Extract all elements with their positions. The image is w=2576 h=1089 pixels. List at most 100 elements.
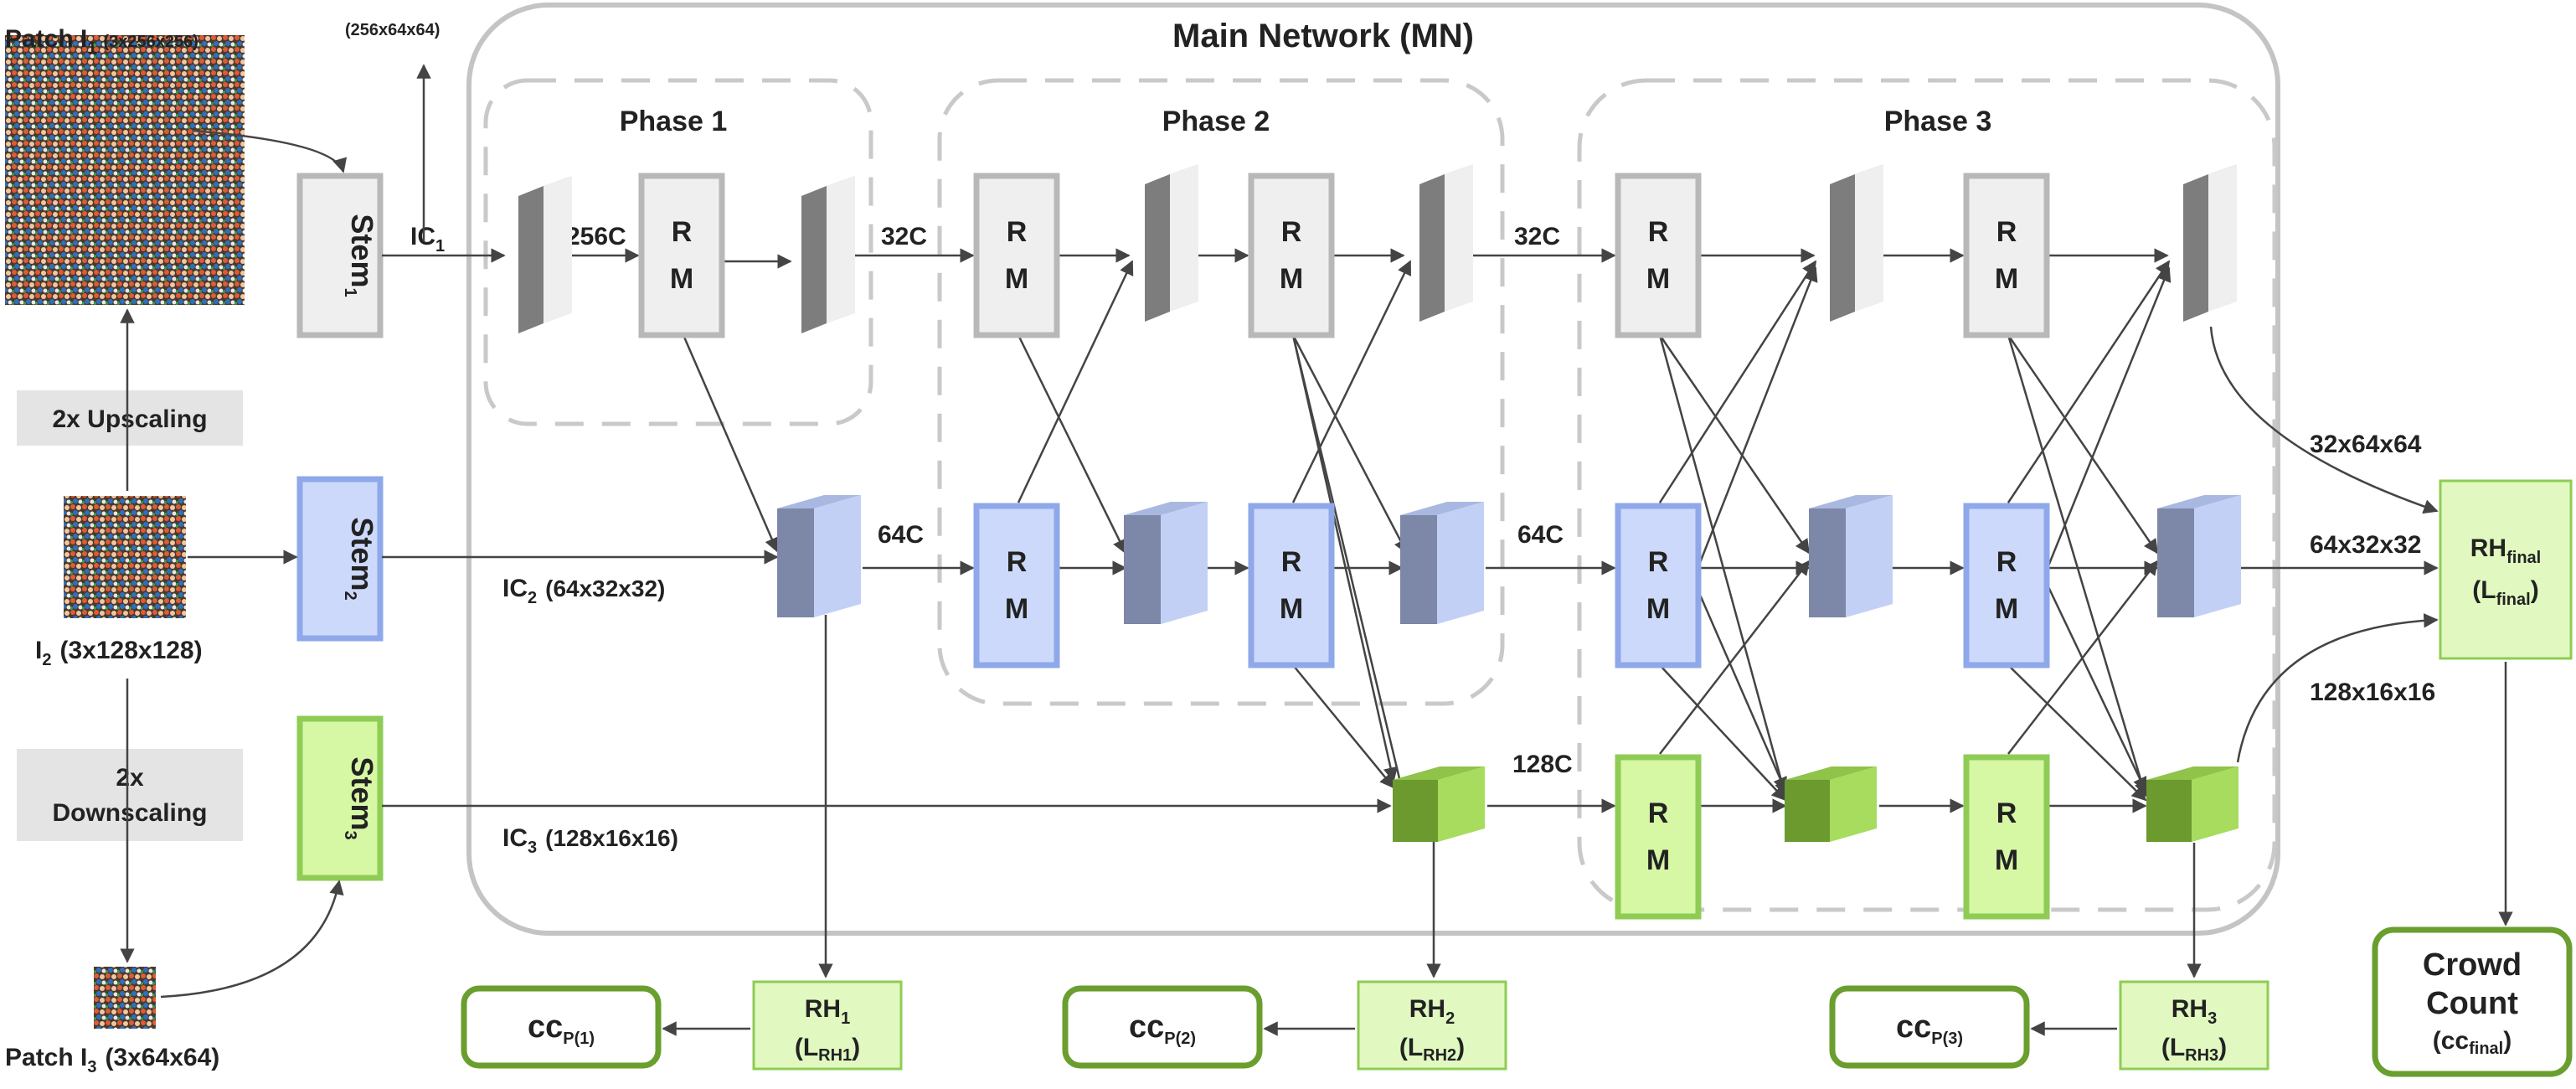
slab-p1-in — [518, 176, 572, 333]
ic-3-label: IC3(128x16x16) — [502, 824, 678, 857]
phase-1-label: Phase 1 — [620, 106, 728, 137]
rm-module-blue-8: RM — [1963, 503, 2050, 668]
rm-label-bottom: M — [1995, 593, 2018, 625]
rm-label-top: R — [1281, 216, 1302, 248]
svg-text:Stem1: Stem1 — [341, 214, 379, 297]
phase-3-box — [1577, 78, 2277, 912]
phase-2-box — [937, 78, 1505, 706]
arrow-cross — [1659, 560, 1811, 755]
slab-p1-out — [801, 176, 855, 333]
rm-module-gray-4: RM — [1963, 173, 2050, 338]
upscaling-label: 2x Upscaling — [52, 405, 207, 433]
feature-blocks — [518, 164, 2241, 842]
rh-3: RH3 (LRH3) — [2119, 980, 2269, 1071]
arrow-cross — [1658, 334, 1811, 555]
rm-label-bottom: M — [1280, 593, 1303, 625]
crowd-count-output: Crowd Count (ccfinal) — [2372, 926, 2573, 1077]
rm-module-blue-7: RM — [1615, 503, 1702, 668]
svg-text:Stem2: Stem2 — [341, 517, 379, 600]
rm-label-bottom: M — [1995, 263, 2018, 295]
cube-p3-green-a — [1785, 766, 1877, 842]
downscaling-label-1: 2x — [116, 764, 144, 792]
stem-1: Stem1 — [296, 173, 384, 338]
arrow-cross — [1017, 334, 1127, 555]
rm-label-top: R — [1996, 797, 2017, 829]
main-network-title: Main Network (MN) — [1172, 18, 1474, 54]
i2-label: I2(3x128x128) — [35, 637, 203, 669]
rm-label-bottom: M — [1646, 844, 1670, 876]
svg-text:RH2: RH2 — [1409, 995, 1455, 1028]
svg-text:ccP(1): ccP(1) — [528, 1009, 595, 1048]
rm-module-gray-1: RM — [973, 173, 1060, 338]
channel-label-64c-a: 64C — [878, 521, 924, 549]
slab-p3-a — [1830, 164, 1883, 322]
svg-text:Count: Count — [2426, 986, 2518, 1021]
arrow-cross — [1017, 260, 1134, 503]
arrow-cross — [2007, 334, 2159, 555]
rm-module-green-10: RM — [1963, 754, 2050, 920]
cube-p2-green — [1393, 766, 1485, 842]
phase-3-label: Phase 3 — [1884, 106, 1992, 137]
svg-text:ccP(3): ccP(3) — [1896, 1009, 1963, 1048]
rm-label-top: R — [1996, 216, 2017, 248]
rh-final: RHfinal (Lfinal) — [2439, 479, 2573, 660]
slab-p2-b — [1419, 164, 1473, 322]
ic-1-label: IC1 — [410, 223, 445, 255]
svg-text:RH3: RH3 — [2172, 995, 2217, 1028]
cc-p1: ccP(1) — [461, 985, 662, 1069]
channel-label-64c-b: 64C — [1517, 521, 1564, 549]
arrow-patch3-stem3 — [160, 880, 344, 999]
rm-label-top: R — [1648, 797, 1669, 829]
rh-1: RH1 (LRH1) — [752, 980, 903, 1071]
slab-p2-a — [1145, 164, 1198, 322]
channel-label-128c: 128C — [1512, 751, 1573, 778]
final-dims-1: 32x64x64 — [2310, 431, 2422, 458]
arrow-cube-rhfinal — [2236, 613, 2439, 763]
rm-label-bottom: M — [1646, 593, 1670, 625]
svg-text:ccP(2): ccP(2) — [1129, 1009, 1196, 1048]
svg-text:RHfinal: RHfinal — [2470, 534, 2541, 567]
phase-2-label: Phase 2 — [1162, 106, 1270, 137]
patch-3-image — [94, 967, 156, 1029]
i2-image — [64, 496, 186, 618]
rm-module-green-9: RM — [1615, 754, 1702, 920]
arrow-cross — [2007, 260, 2171, 503]
arrow-cross — [1292, 664, 1395, 789]
stem-2: Stem2 — [296, 476, 384, 642]
rm-label-top: R — [1007, 216, 1028, 248]
out-dims-label: (256x64x64) — [345, 21, 440, 39]
cc-p3: ccP(3) — [1829, 985, 2030, 1069]
rm-label-bottom: M — [1005, 263, 1028, 295]
downscaling-box — [17, 749, 243, 841]
rm-module-blue-5: RM — [973, 503, 1060, 668]
arrow-cross — [1659, 664, 1787, 802]
ic-2-label: IC2(64x32x32) — [502, 575, 665, 607]
rh-2: RH2 (LRH2) — [1357, 980, 1507, 1071]
rm-label-bottom: M — [1646, 263, 1670, 295]
arrow-patch1-stem1 — [192, 129, 348, 173]
stem-3: Stem3 — [296, 715, 384, 881]
channel-label-32c-b: 32C — [1514, 223, 1560, 250]
rm-label-top: R — [1996, 546, 2017, 578]
cube-p2-blue-a — [1124, 502, 1208, 624]
channel-label-32c-a: 32C — [881, 223, 927, 250]
rm-label-top: R — [672, 216, 693, 248]
channel-label-256c: 256C — [566, 223, 626, 250]
rm-label-bottom: M — [1995, 844, 2018, 876]
cube-p3-green-b — [2146, 766, 2239, 842]
rm-label-top: R — [1007, 546, 1028, 578]
cube-p3-blue-a — [1809, 495, 1893, 617]
patch-1-image — [5, 35, 245, 305]
arrow-cross — [1291, 260, 1412, 503]
arrow-rm1-cube — [682, 334, 779, 553]
cube-p3-blue-b — [2157, 495, 2241, 617]
downscaling-label-2: Downscaling — [52, 799, 207, 827]
svg-text:Stem3: Stem3 — [341, 756, 379, 839]
cube-p2-blue-b — [1400, 502, 1484, 624]
rm-label-bottom: M — [670, 263, 693, 295]
upscaling-box — [17, 390, 243, 446]
rm-module-gray-2: RM — [1248, 173, 1335, 338]
rm-label-top: R — [1648, 216, 1669, 248]
